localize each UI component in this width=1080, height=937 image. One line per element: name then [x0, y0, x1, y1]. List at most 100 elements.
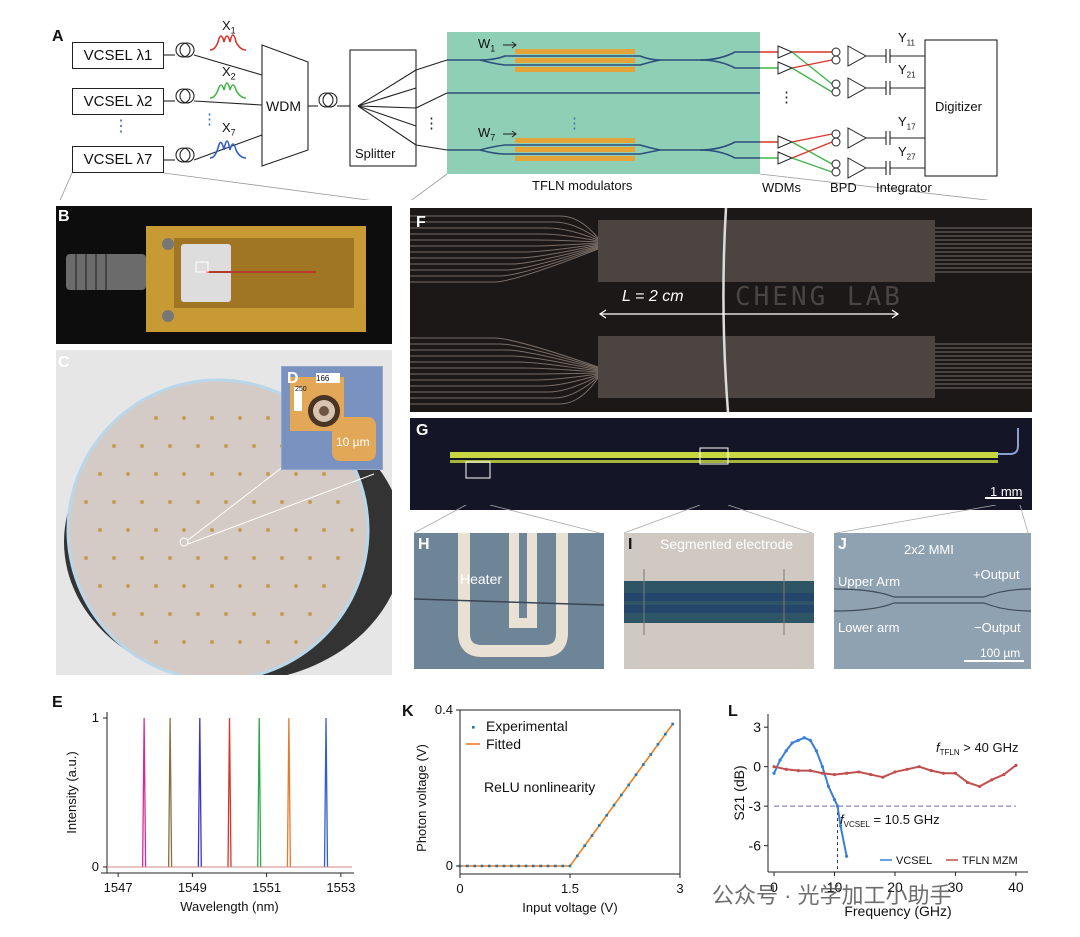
chart-l-y-tick-label: -6 [749, 838, 762, 854]
panel-h-letter: H [418, 536, 430, 553]
wafer-die-dot [266, 416, 270, 420]
wafer-die-dot [238, 472, 242, 476]
chart-l-point [838, 824, 843, 828]
wafer-photo [56, 350, 392, 675]
panel-e-letter: E [52, 694, 63, 711]
chip-waveguide-line [410, 372, 599, 375]
wafer-die-dot [196, 500, 200, 504]
chart-e-y-tick-label: 1 [92, 710, 99, 725]
chart-e-peak-2 [167, 717, 173, 868]
segmented-electrode-photo [624, 533, 814, 669]
chart-l-point [820, 765, 825, 769]
splitter-label: Splitter [355, 146, 396, 161]
wafer-die-dot [140, 556, 144, 560]
mmi-plus-output: +Output [973, 567, 1020, 582]
vcsel-die-inset [281, 366, 383, 470]
wafer-die-dot [154, 584, 158, 588]
chip-engraving: CHENG LAB [735, 282, 903, 312]
chart-l-point [1002, 772, 1006, 777]
chart-k-exp-point [598, 824, 601, 827]
chart-l-point [857, 770, 861, 774]
output-y11: Y11 [898, 30, 915, 48]
die-scale-label: 10 µm [336, 435, 370, 449]
chart-l-point [929, 769, 933, 773]
wafer-die-dot [252, 444, 256, 448]
panel-a-letter: A [52, 28, 64, 45]
panel-l-letter: L [728, 703, 738, 720]
wafer-die-dot [294, 472, 298, 476]
output-y21: Y21 [898, 62, 916, 80]
chart-e-x-tick-label: 1547 [104, 880, 133, 895]
chart-l-y-tick-label: 0 [753, 759, 761, 775]
wafer-die-dot [168, 612, 172, 616]
wafer-die-dot [126, 472, 130, 476]
wafer-die-dot [238, 528, 242, 532]
chart-l-annot-vcsel: fVCSEL = 10.5 GHz [840, 812, 940, 829]
output-y27: Y27 [898, 144, 916, 162]
chart-k-exp-point [480, 864, 484, 868]
wafer-die-dot [350, 528, 354, 532]
chart-k-x-label: Input voltage (V) [522, 900, 617, 915]
wafer-die-dot [238, 416, 242, 420]
source-ellipsis: ⋮ [113, 118, 129, 135]
chart-e-peak-1 [141, 717, 147, 868]
chip-waveguide-line [410, 375, 599, 393]
chart-l-point [772, 771, 776, 775]
chart-l-x-tick-label: 10 [827, 879, 843, 895]
chart-l-point [881, 775, 885, 779]
die-pad-label-250: 250 [295, 386, 307, 393]
wafer-die-dot [280, 500, 284, 504]
wafer-die-dot [168, 444, 172, 448]
chart-k-exp-point [532, 864, 535, 868]
panel-i-letter: I [628, 536, 633, 553]
wafer-die-dot [252, 556, 256, 560]
chart-k-exp-point [466, 864, 469, 868]
chart-l-point [953, 771, 958, 775]
chart-k-exp-point [568, 864, 572, 868]
chart-k-exp-point [488, 864, 491, 868]
chart-k-exp-point [664, 732, 667, 736]
chart-l-point [990, 778, 994, 782]
wafer-die-dot [336, 556, 340, 560]
chart-l-point [978, 784, 982, 789]
chart-k-x-tick-label: 1.5 [561, 881, 579, 896]
vcsel-1-box: VCSEL λ1 [72, 42, 164, 69]
wafer-die-dot [308, 612, 312, 616]
wafer-die-dot [280, 612, 284, 616]
chart-e-peak-6 [286, 717, 292, 868]
watermark: 公众号 · 光学加工小助手 [712, 883, 952, 908]
chart-l-x-tick-label: 40 [1008, 879, 1024, 895]
chart-e-x-label: Wavelength (nm) [180, 899, 279, 914]
signal-x7: X7 [222, 120, 236, 138]
wafer-die-dot [154, 416, 158, 420]
wafer-die-dot [196, 612, 200, 616]
modulator-chip-photo [410, 418, 1032, 510]
wafer-die-dot [98, 528, 102, 532]
chart-e-x-tick-label: 1549 [178, 880, 207, 895]
heater-photo [414, 533, 604, 669]
wafer-die-dot [224, 556, 228, 560]
wafer-die-dot [196, 556, 200, 560]
wafer-die-dot [182, 528, 186, 532]
chart-k-y-tick-label: 0.4 [435, 702, 453, 717]
chart-l-point [772, 765, 776, 769]
chart-l-point [790, 741, 794, 745]
mmi-title: 2x2 MMI [904, 542, 954, 557]
chip-waveguide-line [410, 248, 599, 283]
chart-l-x-tick-label: 30 [948, 879, 964, 895]
chip-length-label: L = 2 cm [622, 288, 684, 305]
wafer-die-dot [336, 500, 340, 504]
wafer-die-dot [112, 612, 116, 616]
wafer-die-dot [168, 500, 172, 504]
chart-k-exp-point [524, 864, 528, 868]
bpd-label: BPD [830, 180, 857, 195]
panel-k-letter: K [402, 703, 414, 720]
chip-waveguide-line [410, 247, 599, 277]
output-y17: Y17 [898, 114, 916, 132]
chart-l-point [784, 767, 788, 771]
chart-k-x-tick-label: 0 [456, 881, 463, 896]
vcsel-package-photo [56, 206, 392, 344]
svg-text:⋮: ⋮ [779, 89, 794, 106]
chip-waveguide-line [410, 221, 599, 240]
